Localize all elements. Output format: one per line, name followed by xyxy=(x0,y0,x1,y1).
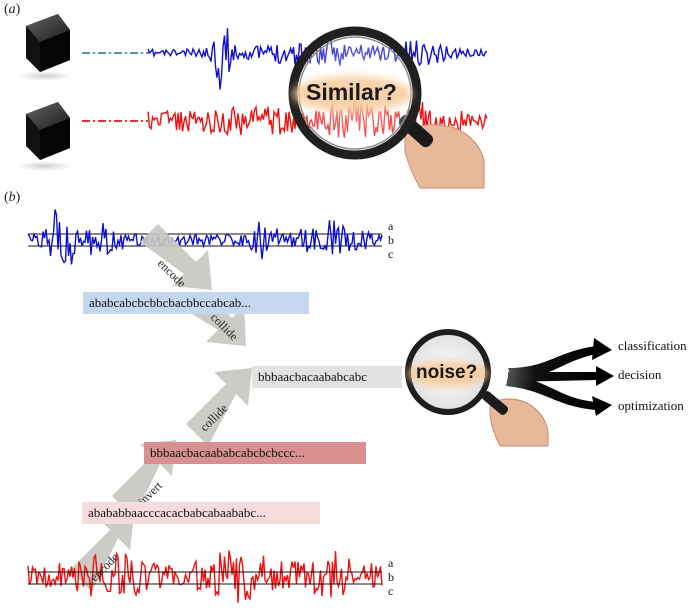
arrowhead-decision xyxy=(596,366,614,386)
level-bottom-b: b xyxy=(388,570,394,584)
device-cube-bottom xyxy=(17,102,73,171)
arrow-collide-bottom xyxy=(186,368,252,446)
level-top-c: c xyxy=(388,247,394,261)
outcome-optimization: optimization xyxy=(618,398,684,413)
signal-b-blue xyxy=(27,209,383,265)
level-bottom-a: a xyxy=(388,556,394,570)
arrowhead-optimization xyxy=(592,396,612,416)
magnifier-b-text: noise? xyxy=(416,362,478,383)
panel-label-a-text: a xyxy=(8,2,16,17)
magnifier-b xyxy=(405,329,549,447)
device-cube-top xyxy=(17,14,73,81)
panel-b: encode collide collide invert encode xyxy=(27,209,614,603)
panel-a xyxy=(17,14,488,189)
magnifier-a-text: Similar? xyxy=(306,79,397,105)
level-top-b: b xyxy=(388,233,394,247)
signal-b-red xyxy=(27,550,383,603)
magnifier-a xyxy=(288,26,485,189)
code-box-blue: ababcabcbcbbcbacbbccabcab... xyxy=(83,292,309,314)
level-top-a: a xyxy=(388,219,394,233)
code-box-red-dark: bbbaacbacaababcabcbcbccc... xyxy=(144,442,366,464)
arrow-encode-top xyxy=(140,224,212,290)
panel-label-b: (b) xyxy=(4,190,21,205)
panel-label-b-text: b xyxy=(8,190,16,205)
outcome-decision: decision xyxy=(618,367,662,382)
code-box-gray: bbbaacbacaababcabc xyxy=(252,366,402,388)
panel-label-a: (a) xyxy=(4,2,21,17)
outcome-classification: classification xyxy=(618,338,687,353)
arrowhead-classification xyxy=(592,338,612,360)
code-box-red-light: abababbaacccacacbabcabaababc... xyxy=(82,502,320,524)
outcome-fan xyxy=(506,338,614,416)
level-bottom-c: c xyxy=(388,584,394,598)
